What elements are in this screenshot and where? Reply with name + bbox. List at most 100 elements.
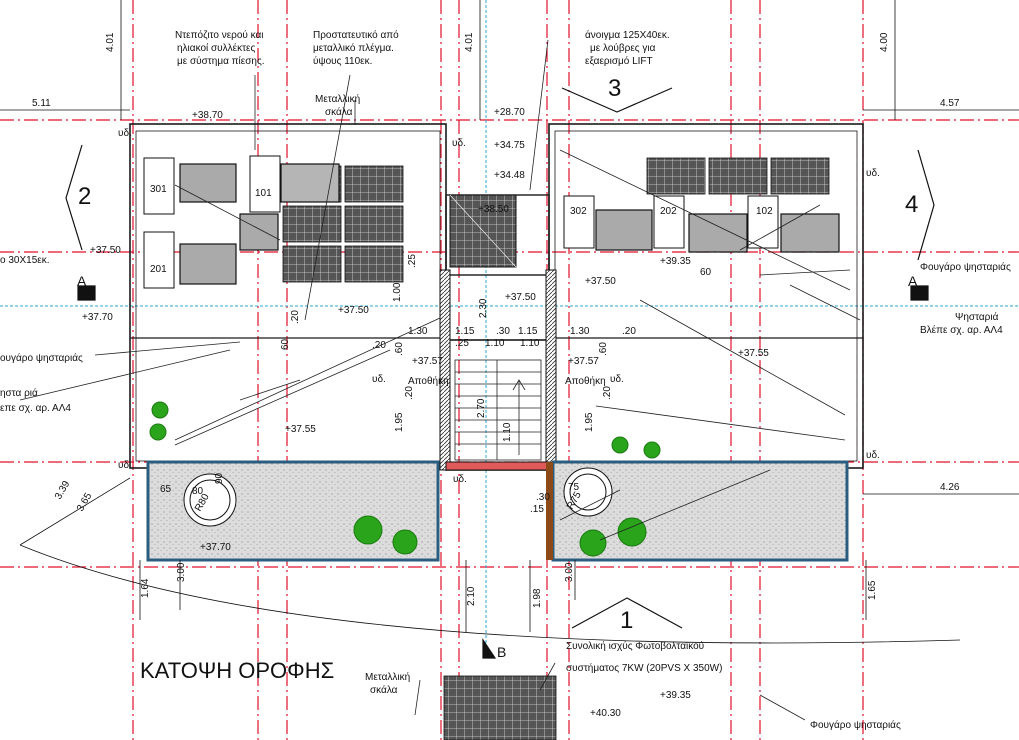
section-4: 4 xyxy=(905,191,918,218)
note-grill-left-2: επε σχ. αρ. ΑΛ4 xyxy=(0,403,71,414)
dim-300-b: 3.00 xyxy=(564,562,575,582)
dim-164: 1.64 xyxy=(140,578,151,598)
lvl-4030: +40.30 xyxy=(590,708,621,719)
leader-lines xyxy=(19,39,861,721)
dim-339: 3.39 xyxy=(53,479,72,502)
lvl-3770-b: +37.70 xyxy=(200,542,231,553)
drain-ud-4: υδ. xyxy=(866,450,880,461)
drain-ud-5: υδ. xyxy=(118,460,132,471)
lift-shaft xyxy=(449,194,517,268)
drain-ud-1: υδ. xyxy=(118,128,132,139)
note-tank-3: με σύστημα πίεσης. xyxy=(177,55,265,67)
note-lift-3: εξαερισμό LIFT xyxy=(585,55,653,67)
note-grill-left-1: ηστα ριά xyxy=(0,387,38,399)
lvl-3448: +34.48 xyxy=(494,170,525,181)
dim-165: 1.65 xyxy=(867,580,878,600)
lvl-3870: +38.70 xyxy=(192,110,223,121)
dim-270: 2.70 xyxy=(476,398,487,418)
note-opening-left: ο 30Χ15εκ. xyxy=(0,255,50,266)
dim-511: 5.11 xyxy=(32,98,51,109)
drain-ud-8: υδ. xyxy=(610,374,624,385)
lvl-3755-a: +37.55 xyxy=(285,424,316,435)
dim-115-b: 1.15 xyxy=(518,326,538,337)
unit-102: 102 xyxy=(756,206,773,217)
note-oven-bottom: Φουγάρο ψησταριάς xyxy=(810,719,901,731)
dim-30-a: .30 xyxy=(496,326,510,337)
dim-60-c: .60 xyxy=(598,342,609,356)
note-mesh-2: μεταλλικό πλέγμα. xyxy=(313,42,394,54)
trees xyxy=(149,401,661,557)
drain-ud-2: υδ. xyxy=(452,138,466,149)
dim-195-a: 1.95 xyxy=(394,412,405,432)
dim-60-b: .60 xyxy=(394,342,405,356)
dim-210: 2.10 xyxy=(466,586,477,606)
storage-right: Αποθήκη xyxy=(565,375,606,387)
note-oven-right: Φουγάρο ψησταριάς xyxy=(920,261,1011,273)
dim-90: 90 xyxy=(214,472,225,484)
level-markers: +38.70 +28.70 +34.75 +34.48 +38.50 +37.5… xyxy=(82,107,769,719)
unit-202: 202 xyxy=(660,206,677,217)
lvl-2870: +28.70 xyxy=(494,107,525,118)
dim-30-b: .30 xyxy=(536,492,550,503)
note-pv-2: συστήματος 7KW (20PVS X 350W) xyxy=(566,662,722,674)
dim-15: .15 xyxy=(530,504,544,515)
lvl-3750-c: +37.50 xyxy=(505,292,536,303)
lvl-3750-a: +37.50 xyxy=(90,245,121,256)
dim-65: 65 xyxy=(160,484,172,495)
dim-110-v: 1.10 xyxy=(502,422,513,442)
stair-walls xyxy=(439,269,557,471)
note-oven-left: ουγάρο ψησταριάς xyxy=(0,352,83,364)
stair xyxy=(454,359,542,461)
dimension-text: 5.11 4.57 4.26 4.01 4.01 4.00 3.39 3.65 … xyxy=(32,32,960,608)
dim-75: 75 xyxy=(568,482,580,493)
lvl-3757-a: +37.57 xyxy=(412,356,443,367)
dim-401-b: 4.01 xyxy=(464,32,475,52)
dim-401: 4.01 xyxy=(105,32,116,52)
unit-101: 101 xyxy=(255,188,272,199)
dim-110-b: 1.10 xyxy=(520,338,540,349)
note-mesh-1: Προστατευτικό από xyxy=(313,29,399,41)
dim-198: 1.98 xyxy=(532,588,543,608)
plan-title: ΚΑΤΟΨΗ ΟΡΟΦΗΣ xyxy=(140,658,334,683)
section-A-left: A xyxy=(77,273,87,289)
dim-20-c: .20 xyxy=(404,386,415,400)
note-tank-1: Ντεπόζιτο νερού και xyxy=(175,29,264,41)
dim-195-b: 1.95 xyxy=(584,412,595,432)
note-ladder2-2: σκάλα xyxy=(370,684,398,696)
solar-panels xyxy=(282,157,830,740)
annotation-text: Ντεπόζιτο νερού και ηλιακοί συλλέκτες με… xyxy=(0,29,1011,731)
section-1: 1 xyxy=(620,607,633,634)
drain-ud-6: υδ. xyxy=(453,474,467,485)
solar-collectors xyxy=(179,163,840,285)
dim-20-e: .20 xyxy=(602,386,613,400)
dim-60-d: 60 xyxy=(700,267,712,278)
dim-20-d: .20 xyxy=(622,326,636,337)
dim-365: 3.65 xyxy=(75,491,94,514)
dim-110: 1.10 xyxy=(485,338,505,349)
lvl-3750-d: +37.50 xyxy=(585,276,616,287)
section-markers xyxy=(65,87,935,659)
lvl-3475: +34.75 xyxy=(494,140,525,151)
unit-201: 201 xyxy=(150,264,167,275)
dim-230: 2.30 xyxy=(478,298,489,318)
note-mesh-3: ύψους 110εκ. xyxy=(313,55,372,67)
lvl-3935-b: +39.35 xyxy=(660,690,691,701)
section-B: B xyxy=(497,644,506,660)
dim-20-a: .20 xyxy=(290,310,301,324)
note-grill-right-2: Βλέπε σχ. αρ. ΑΛ4 xyxy=(920,324,1003,336)
dim-130-b: 1.30 xyxy=(570,326,590,337)
note-ladder-1: Μεταλλική xyxy=(315,93,360,105)
section-2: 2 xyxy=(78,183,91,210)
lvl-3757-b: +37.57 xyxy=(568,356,599,367)
note-pv-1: Συνολική ισχύς Φωτοβολταϊκού xyxy=(566,640,704,652)
unit-302: 302 xyxy=(570,206,587,217)
drain-ud-3: υδ. xyxy=(866,168,880,179)
dim-457: 4.57 xyxy=(940,98,960,109)
note-lift-2: με λούβρες για xyxy=(590,42,656,54)
dim-400: 4.00 xyxy=(879,32,890,52)
dimension-lines xyxy=(0,0,1019,644)
section-A-right: A xyxy=(908,273,918,289)
dim-60-a: 60 xyxy=(280,338,291,350)
dim-80: 80 xyxy=(192,486,204,497)
